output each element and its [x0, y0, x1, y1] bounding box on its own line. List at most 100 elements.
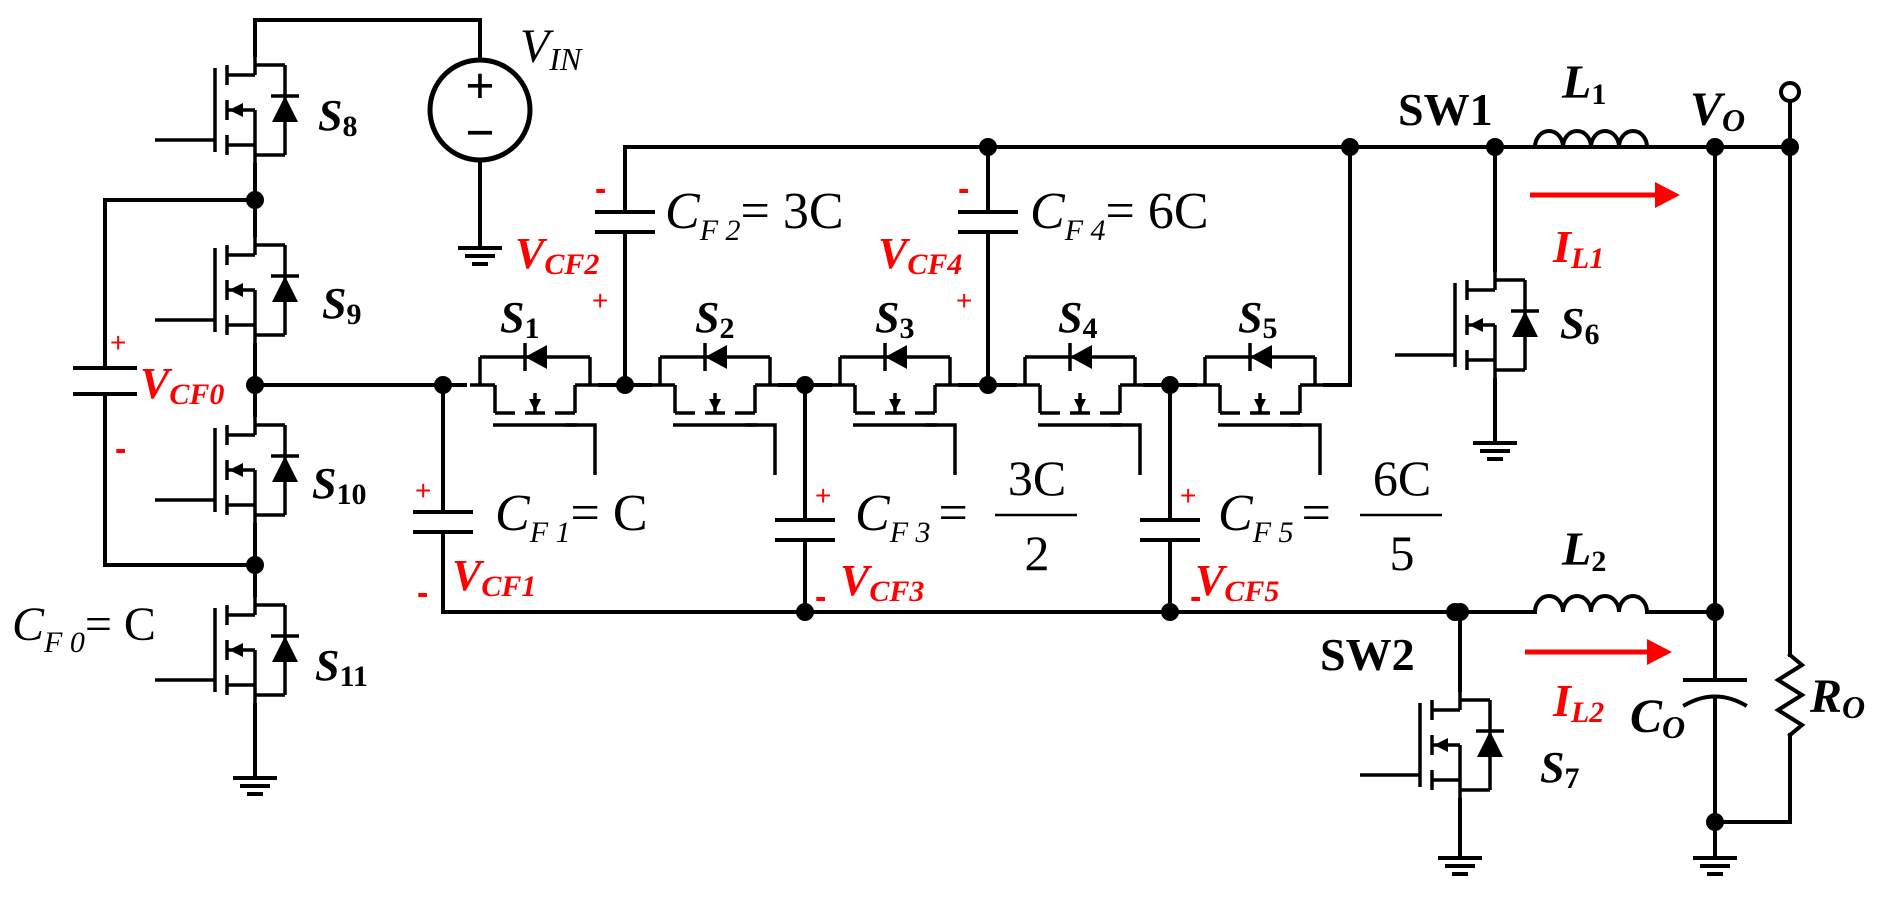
svg-text:VCF5: VCF5: [1195, 556, 1279, 608]
s3-label: S: [875, 293, 899, 342]
cf3-eq: =: [939, 485, 968, 542]
vcf5-sub: CF5: [1224, 575, 1279, 608]
cf5-plus: +: [1180, 480, 1196, 511]
svg-text:VO: VO: [1690, 83, 1745, 138]
svg-text:CF 4= 6C: CF 4= 6C: [1030, 183, 1209, 247]
svg-text:L1: L1: [1561, 56, 1606, 111]
switch-s2: [648, 341, 782, 477]
svg-text:VCF0: VCF0: [140, 359, 224, 411]
svg-text:S1: S1: [500, 293, 539, 345]
cf3-num: 3C: [1008, 450, 1066, 506]
s11-num: 11: [339, 660, 367, 693]
switch-s10: [153, 413, 301, 527]
source-plus: +: [465, 58, 495, 115]
cf0-eq: = C: [85, 598, 156, 651]
vcf0-main: V: [140, 359, 173, 408]
cf5-eq: =: [1302, 485, 1331, 542]
vcf5-main: V: [1195, 556, 1228, 605]
s1-num: 1: [524, 312, 539, 345]
cf5-num: 6C: [1373, 450, 1431, 506]
s10-num: 10: [336, 478, 366, 511]
switch-s5: [1193, 341, 1327, 477]
vcf2-main: V: [515, 229, 548, 278]
cf3-sub: F 3: [889, 516, 931, 549]
s9-label: S: [322, 279, 346, 328]
cf3-den: 2: [1025, 525, 1050, 581]
svg-text:VCF1: VCF1: [452, 551, 536, 603]
sw2-branch: [1358, 594, 1717, 876]
s7-label: S: [1540, 743, 1564, 792]
s5-num: 5: [1262, 312, 1277, 345]
s11-label: S: [315, 641, 339, 690]
source-minus: −: [465, 105, 495, 162]
switch-s8: [153, 53, 301, 167]
inductor-l2: [1532, 594, 1650, 615]
vo-sub: O: [1722, 102, 1745, 138]
cf1-plus: +: [415, 475, 431, 506]
svg-text:VIN: VIN: [520, 20, 583, 77]
svg-text:CF 5=: CF 5=: [1218, 485, 1331, 549]
svg-text:S7: S7: [1540, 743, 1579, 795]
vcf0-sub: CF0: [169, 378, 224, 411]
vcf3-sub: CF3: [869, 575, 924, 608]
svg-text:L2: L2: [1561, 523, 1606, 578]
cf5-sub: F 5: [1252, 516, 1294, 549]
switch-s3: [828, 341, 962, 477]
l2-sub: 2: [1591, 545, 1606, 578]
s10-label: S: [312, 459, 336, 508]
svg-text:VCF4: VCF4: [878, 229, 962, 281]
cf2-main: C: [665, 183, 701, 240]
vcf4-sub: CF4: [907, 248, 962, 281]
svg-text:IL1: IL1: [1552, 221, 1604, 275]
il2-sub: L2: [1570, 696, 1604, 729]
il2-main: I: [1552, 675, 1573, 726]
svg-text:S6: S6: [1560, 299, 1599, 351]
l1-sub: 1: [1591, 78, 1606, 111]
s8-num: 8: [342, 110, 357, 143]
cf2-minus: -: [595, 170, 606, 208]
cf0-main: C: [12, 598, 45, 651]
il1-main: I: [1552, 221, 1573, 272]
switch-s11: [153, 593, 301, 707]
svg-text:VCF2: VCF2: [515, 229, 599, 281]
sw1-branch: [1393, 129, 1787, 461]
vcf1-main: V: [452, 551, 485, 600]
cf1-minus: -: [417, 574, 428, 612]
cf4-main: C: [1030, 183, 1066, 240]
cf0-minus: -: [115, 430, 126, 468]
svg-text:IL2: IL2: [1552, 675, 1604, 729]
ro-sub: O: [1842, 689, 1865, 725]
output-terminal: [1779, 81, 1801, 103]
sw1-label: SW1: [1398, 84, 1493, 135]
flying-capacitors: [413, 145, 1200, 614]
svg-text:S4: S4: [1058, 293, 1097, 345]
cf4-sub: F 4: [1064, 214, 1106, 247]
sw2-label: SW2: [1320, 629, 1415, 680]
cf4-eq: = 6C: [1106, 183, 1209, 240]
l2-main: L: [1561, 523, 1591, 576]
vcf4-main: V: [878, 229, 911, 278]
svg-text:S3: S3: [875, 293, 914, 345]
svg-text:S10: S10: [312, 459, 366, 511]
s2-num: 2: [719, 312, 734, 345]
cf0-plus: +: [110, 327, 126, 358]
cf3-main: C: [855, 485, 891, 542]
svg-text:CO: CO: [1630, 690, 1685, 745]
s1-label: S: [500, 293, 524, 342]
s5-label: S: [1238, 293, 1262, 342]
vcf3-main: V: [840, 556, 873, 605]
switch-s1: [468, 341, 602, 477]
left-switch-stack: [73, 18, 482, 796]
cf5-minus: -: [1190, 578, 1201, 616]
s6-label: S: [1560, 299, 1584, 348]
cf1-eq: = C: [571, 485, 648, 542]
switch-s7: [1358, 688, 1506, 802]
vo-main: V: [1690, 83, 1726, 136]
cf5-den: 5: [1390, 525, 1415, 581]
cf4-minus: -: [958, 170, 969, 208]
cf2-eq: = 3C: [741, 183, 844, 240]
s4-num: 4: [1082, 312, 1097, 345]
s8-label: S: [318, 91, 342, 140]
svg-text:CF 0= C: CF 0= C: [12, 598, 156, 659]
s3-num: 3: [899, 312, 914, 345]
